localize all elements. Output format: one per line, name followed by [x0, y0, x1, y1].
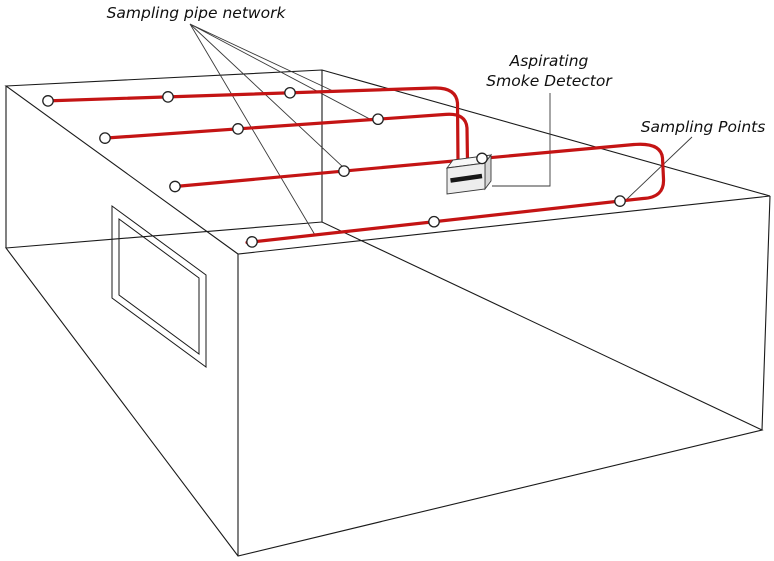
sampling-pipe-network — [42, 86, 666, 245]
leader-lines — [189, 23, 693, 236]
sampling-points — [42, 86, 626, 248]
label-detector-line2: Smoke Detector — [486, 72, 613, 90]
room-edges — [4, 69, 771, 557]
room-wireframe — [4, 69, 771, 557]
sampling-point — [246, 236, 258, 248]
detector-grille — [450, 173, 483, 183]
sampling-point — [476, 152, 488, 165]
label-sampling-pipe-network: Sampling pipe network — [107, 4, 287, 22]
sampling-point — [372, 113, 384, 126]
sampling-point — [99, 132, 111, 144]
pipe-run-1 — [42, 86, 460, 164]
labels: Sampling pipe network Aspirating Smoke D… — [107, 4, 766, 136]
sampling-point — [169, 180, 181, 193]
sampling-point — [428, 215, 440, 228]
leader-pipe-network — [189, 23, 372, 236]
leader-sampling-points — [626, 136, 693, 200]
sampling-point — [614, 195, 626, 207]
sampling-point — [284, 86, 296, 99]
pipe-run-3-4-loop — [169, 142, 666, 245]
sampling-point — [42, 95, 54, 107]
label-detector-line1: Aspirating — [509, 52, 589, 70]
sampling-point — [338, 165, 350, 177]
leader-detector — [492, 93, 551, 187]
label-sampling-points: Sampling Points — [641, 118, 766, 136]
aspirating-smoke-detector — [445, 153, 493, 195]
sampling-point — [232, 123, 244, 135]
window — [111, 205, 207, 368]
pipe-run-2 — [99, 112, 470, 164]
sampling-point — [162, 91, 174, 103]
